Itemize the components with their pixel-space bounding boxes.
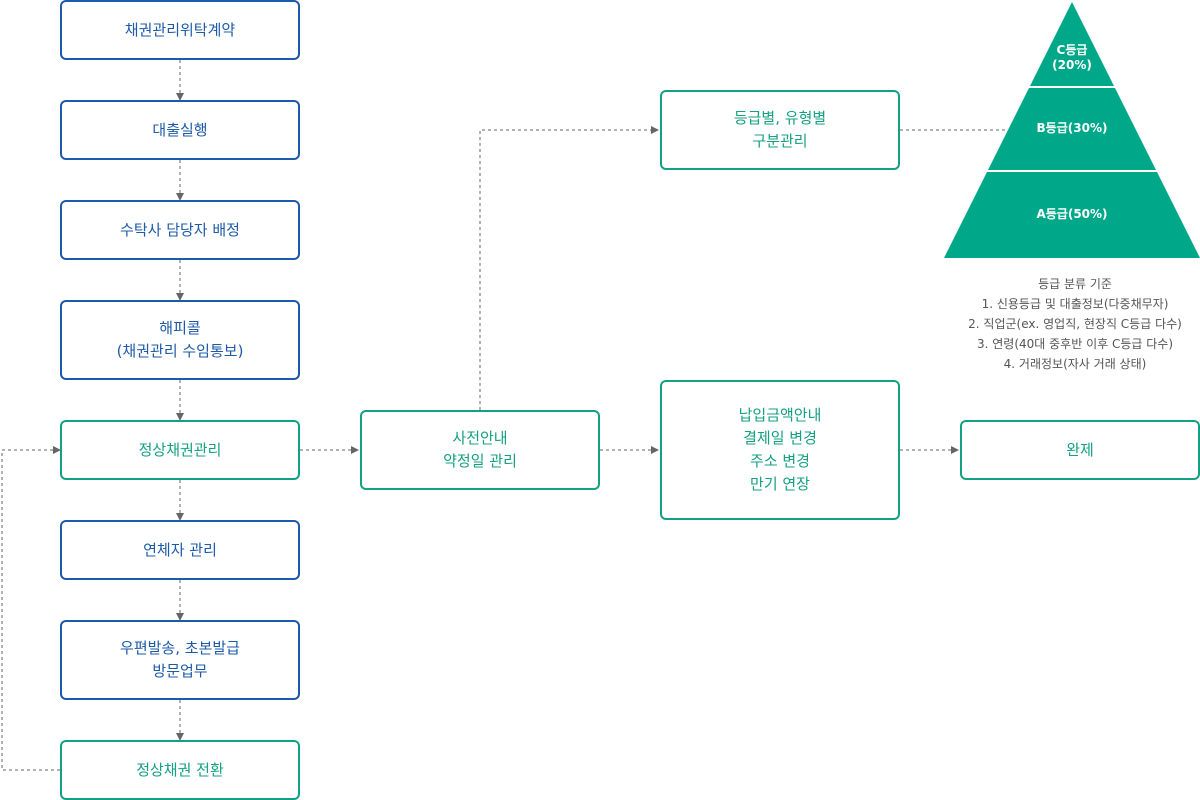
grade-criteria: 등급 분류 기준 1. 신용등급 및 대출정보(다중채무자) 2. 직업군(ex…	[950, 274, 1200, 374]
arrow-convert-normal-loop	[1, 446, 61, 771]
node-mail: 우편발송, 초본발급 방문업무	[60, 620, 300, 700]
arrow-notice-grade	[479, 126, 659, 410]
node-convert: 정상채권 전환	[60, 740, 300, 800]
pyramid-tier-c	[1030, 2, 1114, 86]
node-notice: 사전안내 약정일 관리	[360, 410, 600, 490]
node-complete: 완제	[960, 420, 1200, 480]
node-assign: 수탁사 담당자 배정	[60, 200, 300, 260]
criteria-item: 1. 신용등급 및 대출정보(다중채무자)	[981, 297, 1169, 311]
criteria-title: 등급 분류 기준	[1038, 277, 1112, 291]
node-contract: 채권관리위탁계약	[60, 0, 300, 60]
node-normal: 정상채권관리	[60, 420, 300, 480]
node-payment: 납입금액안내 결제일 변경 주소 변경 만기 연장	[660, 380, 900, 520]
criteria-item: 4. 거래정보(자사 거래 상태)	[1003, 357, 1147, 371]
node-happycall: 해피콜 (채권관리 수임통보)	[60, 300, 300, 380]
tier-c-label: C등급 (20%)	[1052, 43, 1092, 72]
tier-b-label: B등급(30%)	[1036, 121, 1108, 135]
pyramid-tier-a	[944, 172, 1200, 258]
node-loan: 대출실행	[60, 100, 300, 160]
node-overdue: 연체자 관리	[60, 520, 300, 580]
pyramid-tier-b	[988, 88, 1156, 170]
criteria-item: 3. 연령(40대 중후반 이후 C등급 다수)	[976, 337, 1173, 351]
node-grade: 등급별, 유형별 구분관리	[660, 90, 900, 170]
grade-pyramid	[944, 2, 1200, 258]
tier-a-label: A등급(50%)	[1036, 207, 1108, 221]
criteria-item: 2. 직업군(ex. 영업직, 현장직 C등급 다수)	[968, 317, 1182, 331]
